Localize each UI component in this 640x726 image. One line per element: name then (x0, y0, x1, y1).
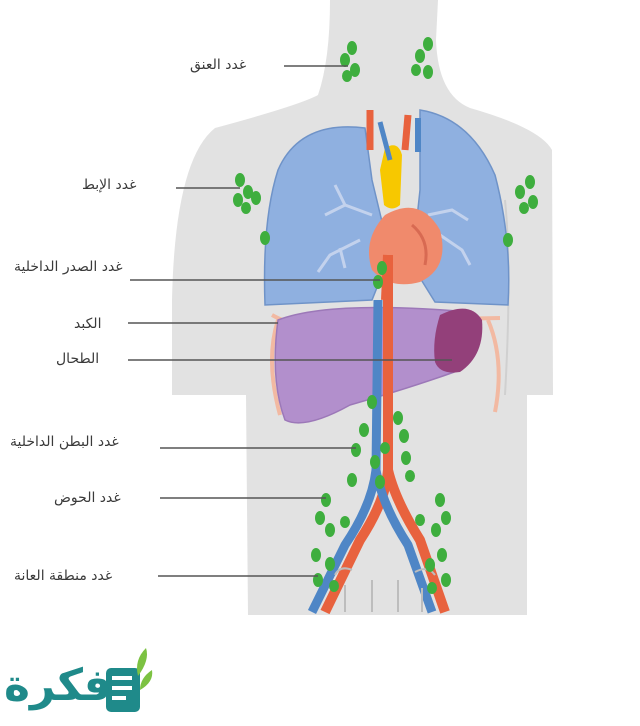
leader-lines (128, 65, 452, 577)
label-armpit-nodes: غدد الإبط (82, 177, 137, 193)
label-abdomen-nodes: غدد البطن الداخلية (10, 434, 119, 450)
spleen (434, 308, 483, 373)
label-groin-nodes: غدد منطقة العانة (14, 568, 113, 584)
label-liver: الكبد (74, 316, 102, 332)
label-neck-nodes: غدد العنق (190, 57, 247, 73)
thymus (380, 145, 402, 209)
logo-text: فكرة (4, 660, 112, 711)
logo-book-icon (106, 648, 153, 712)
label-pelvis-nodes: غدد الحوض (54, 490, 121, 506)
label-spleen: الطحال (56, 351, 100, 367)
label-chest-nodes: غدد الصدر الداخلية (14, 259, 123, 275)
left-lung (263, 126, 391, 306)
lymph-nodes (233, 37, 538, 594)
